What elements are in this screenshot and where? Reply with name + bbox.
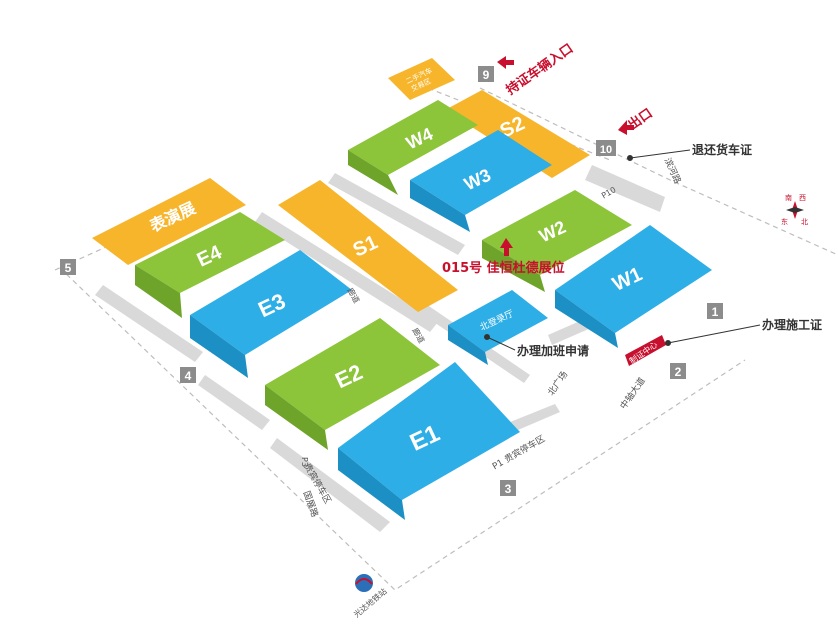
hall-w4[interactable]: W4 xyxy=(348,100,478,195)
hall-e1[interactable]: E1 xyxy=(338,362,520,520)
gate-9: 9 xyxy=(478,66,494,82)
compass-north: 北 xyxy=(801,218,808,226)
exit-arrow-icon xyxy=(618,120,634,135)
north-square-label: 北广场 xyxy=(545,369,570,398)
gate-5: 5 xyxy=(60,259,76,275)
hall-w2[interactable]: W2 xyxy=(482,190,632,292)
svg-text:3: 3 xyxy=(505,482,512,496)
leader-lines xyxy=(484,149,761,351)
svg-text:10: 10 xyxy=(600,144,612,156)
gate-1: 1 xyxy=(707,303,723,319)
north-entrance-hall[interactable]: 北登录厅 xyxy=(448,290,548,365)
construction-pass-label: 办理施工证 xyxy=(762,317,822,332)
gate-badges: 5 4 3 2 1 9 10 xyxy=(60,66,723,496)
compass-icon: 南 西 东 北 xyxy=(781,193,808,226)
arrow-icons xyxy=(497,56,634,256)
corridor-label-2: 廊道 xyxy=(410,326,427,345)
gate-4: 4 xyxy=(180,367,196,383)
compass-south: 南 xyxy=(785,193,792,202)
corridor-label-1: 廊道 xyxy=(345,286,362,305)
vehicle-entry-label: 持证车辆入口 xyxy=(503,40,576,98)
vehicle-entry-arrow-icon xyxy=(497,56,514,69)
metro-icon xyxy=(355,574,373,592)
booth-arrow-icon xyxy=(500,238,513,256)
cert-center[interactable]: 制证中心 xyxy=(625,335,666,366)
svg-text:4: 4 xyxy=(185,369,192,383)
gate-2: 2 xyxy=(670,363,686,379)
svg-text:2: 2 xyxy=(675,365,682,379)
overtime-label: 办理加班申请 xyxy=(517,343,589,358)
svg-text:9: 9 xyxy=(483,68,490,82)
gate-3: 3 xyxy=(500,480,516,496)
gate-10: 10 xyxy=(596,140,616,156)
metro-station-label: 光达地铁站 xyxy=(352,586,389,619)
hall-e3[interactable]: E3 xyxy=(190,250,352,378)
zhongzhou-road-label: 中轴大道 xyxy=(617,375,647,411)
compass-east: 东 xyxy=(781,217,788,226)
metro-station[interactable]: 光达地铁站 xyxy=(352,574,389,619)
hall-s1[interactable]: S1 xyxy=(278,180,458,312)
compass-west: 西 xyxy=(799,194,806,202)
hall-w1[interactable]: W1 xyxy=(555,225,712,348)
performance-hall[interactable]: 表演展 xyxy=(92,178,246,265)
svg-text:5: 5 xyxy=(65,261,72,275)
used-car-area[interactable]: 二手汽车 交易区 xyxy=(388,58,455,100)
hall-e4[interactable]: E4 xyxy=(135,212,285,318)
hall-e2[interactable]: E2 xyxy=(265,318,440,450)
booth-label: 015号 佳恒杜德展位 xyxy=(442,260,565,276)
svg-text:1: 1 xyxy=(712,305,719,319)
p3-prefix: P3 xyxy=(300,457,309,467)
binhe-road-label: 滨河路 xyxy=(662,156,684,186)
return-pass-label: 退还货车证 xyxy=(692,142,752,157)
hall-w3[interactable]: W3 xyxy=(410,130,552,232)
